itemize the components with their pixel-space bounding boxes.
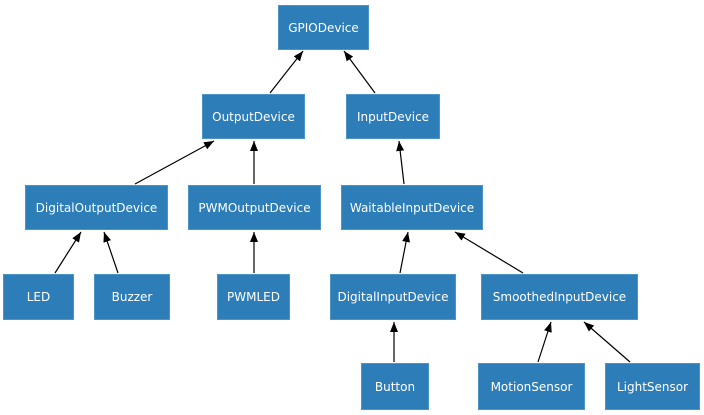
edge-lightsensor-smoothedinputdevice <box>583 321 631 363</box>
node-led[interactable]: LED <box>3 274 74 320</box>
node-pwmoutputdevice[interactable]: PWMOutputDevice <box>188 185 321 230</box>
edge-motionsensor-smoothedinputdevice <box>537 321 552 363</box>
edge-buzzer-digitaloutputdevice <box>103 231 119 274</box>
node-digitaloutputdevice[interactable]: DigitalOutputDevice <box>25 185 168 230</box>
node-lightsensor[interactable]: LightSensor <box>605 363 700 410</box>
node-button[interactable]: Button <box>361 363 429 410</box>
edge-smoothedinputdevice-waitableinputdevice <box>454 231 524 274</box>
node-inputdevice[interactable]: InputDevice <box>346 94 440 139</box>
node-buzzer[interactable]: Buzzer <box>94 274 170 320</box>
node-smoothedinputdevice[interactable]: SmoothedInputDevice <box>481 274 638 320</box>
edge-waitableinputdevice-inputdevice <box>396 140 405 185</box>
node-waitableinputdevice[interactable]: WaitableInputDevice <box>341 185 483 230</box>
node-digitalinputdevice[interactable]: DigitalInputDevice <box>330 274 456 320</box>
node-pwmled[interactable]: PWMLED <box>217 274 290 320</box>
edge-digitaloutputdevice-outputdevice <box>134 140 215 185</box>
edge-digitalinputdevice-waitableinputdevice <box>399 231 411 274</box>
node-gpiodevice[interactable]: GPIODevice <box>278 5 369 50</box>
edge-inputdevice-gpiodevice <box>343 50 376 94</box>
node-outputdevice[interactable]: OutputDevice <box>202 94 305 139</box>
edge-outputdevice-gpiodevice <box>269 50 304 94</box>
node-motionsensor[interactable]: MotionSensor <box>478 363 585 410</box>
edge-led-digitaloutputdevice <box>54 231 82 274</box>
